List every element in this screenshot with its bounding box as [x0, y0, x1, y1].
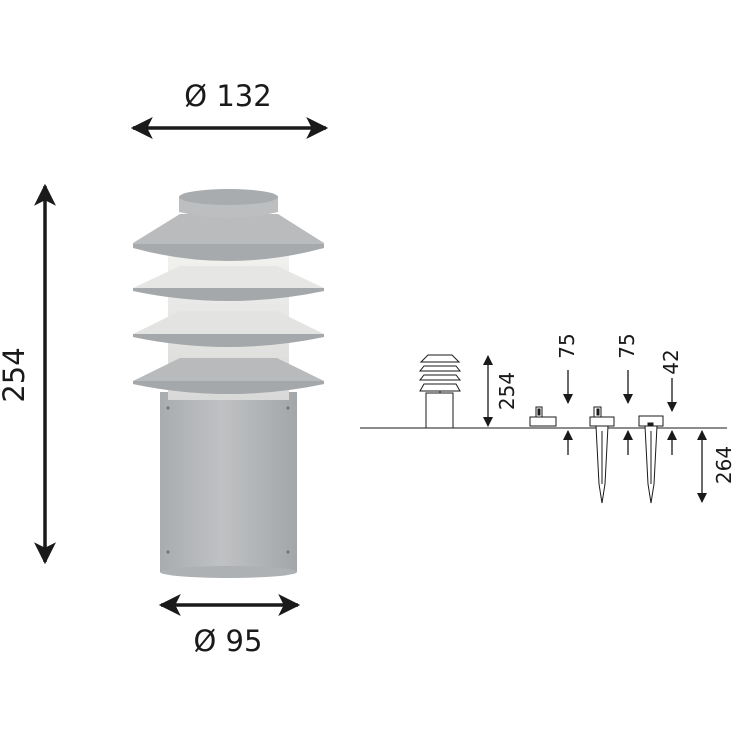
mounting-options-schematic: [360, 354, 727, 504]
screw-hole: [286, 406, 290, 410]
option-a-depth-label: 75: [555, 333, 579, 358]
mini-bollard-icon: [418, 354, 462, 429]
bollard-base-cylinder: [160, 392, 297, 572]
surface-mount-plate-icon: [529, 406, 557, 427]
spike-length-label: 264: [712, 446, 735, 484]
base-diameter-label: Ø 95: [194, 624, 263, 658]
overall-height-label: 254: [495, 372, 519, 410]
screw-hole: [286, 550, 290, 554]
option-b-depth-label: 75: [615, 333, 639, 358]
ground-spike-icon: [589, 406, 615, 504]
screw-hole: [166, 550, 170, 554]
flush-ground-spike-icon: [638, 415, 664, 504]
option-c-depth-label: 42: [659, 349, 683, 374]
screw-hole: [166, 406, 170, 410]
bollard-base-bottom: [160, 566, 297, 578]
height-label: 254: [0, 347, 31, 402]
bollard-lamp-illustration: [133, 189, 324, 578]
top-diameter-label: Ø 132: [184, 79, 271, 113]
